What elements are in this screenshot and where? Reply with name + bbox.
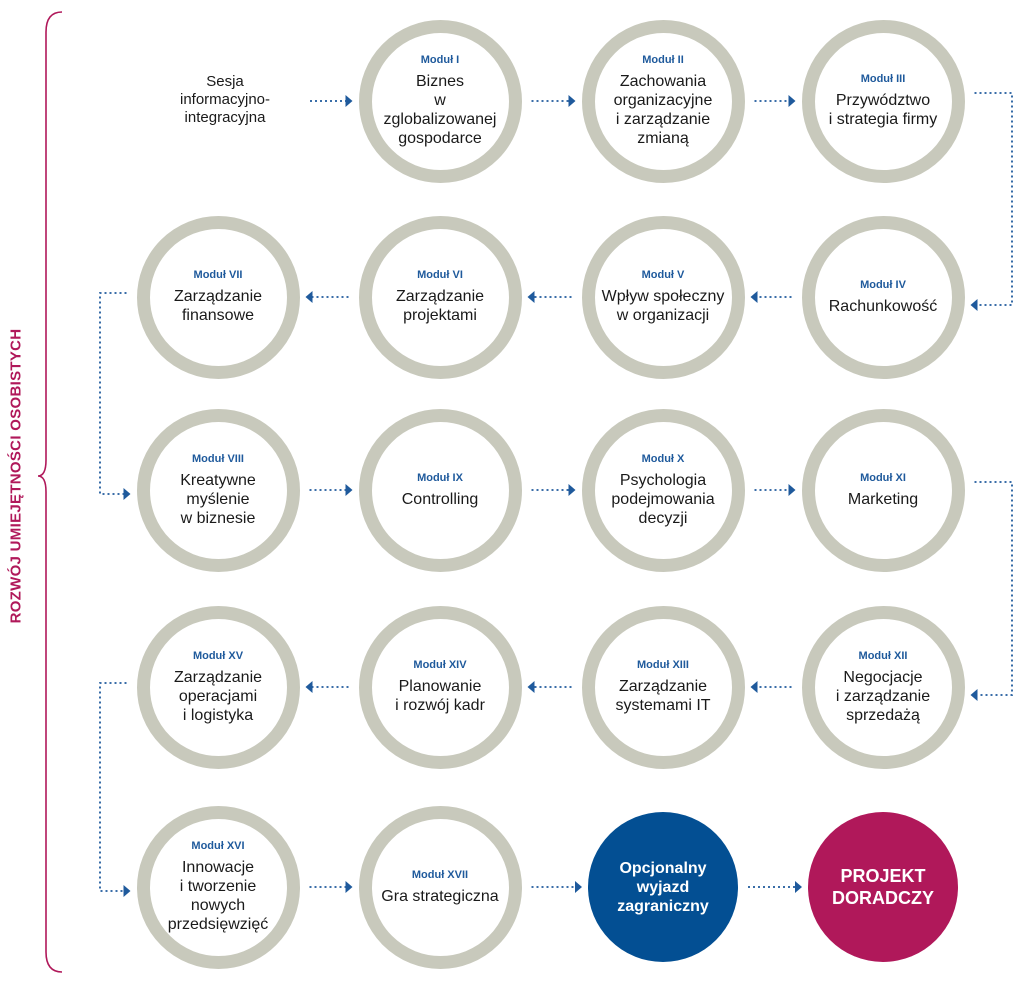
module-title: Zarządzanie projektami <box>395 288 485 324</box>
module-title: PROJEKT DORADCZY <box>832 866 934 908</box>
node-m9: Moduł IX Controlling <box>358 408 522 572</box>
arrow-intro-m1 <box>310 95 353 107</box>
node-m6: Moduł VI Zarządzanie projektami <box>358 215 522 379</box>
arrow-m1-m2 <box>531 95 576 107</box>
module-number: Moduł VII <box>193 269 243 281</box>
module-title: Zarządzanie finansowe <box>173 288 263 324</box>
module-title: Przywództwo i strategia firmy <box>828 92 938 128</box>
module-title: Opcjonalny wyjazd zagraniczny <box>617 859 709 915</box>
node-m11: Moduł XI Marketing <box>801 408 965 572</box>
arrow-m2-m3 <box>754 95 796 107</box>
node-m1: Moduł I Biznes w zglobalizowanej gospodar… <box>358 19 522 183</box>
arrow-m11-m12 <box>970 481 1013 701</box>
arrow-m16-m17 <box>309 881 353 893</box>
module-title: Zarządzanie systemami IT <box>615 678 711 714</box>
module-title: Biznes w zglobalizowanej gospodarce <box>383 73 497 147</box>
module-number: Moduł V <box>641 269 685 281</box>
module-number: Moduł II <box>642 54 684 66</box>
arrow-opt-proj <box>748 881 802 893</box>
module-number: Moduł IX <box>417 471 463 484</box>
module-title: Zachowania organizacyjne i zarządzanie z… <box>613 73 713 147</box>
node-m15: Moduł XV Zarządzanie operacjami i logisty… <box>136 605 300 769</box>
module-number: Moduł IV <box>860 278 906 291</box>
module-title: Planowanie i rozwój kadr <box>395 678 485 714</box>
module-number: Moduł I <box>420 54 460 66</box>
node-m2: Moduł II Zachowania organizacyjne i zarzą… <box>581 19 745 183</box>
module-title: Controlling <box>401 490 479 508</box>
arrow-m8-m9 <box>309 484 353 496</box>
arrow-m4-m5 <box>750 291 792 303</box>
module-number: Moduł XIV <box>413 659 467 671</box>
module-number: Moduł XI <box>860 471 906 484</box>
module-title: Rachunkowość <box>828 297 938 315</box>
module-number: Moduł XV <box>192 649 244 662</box>
node-m4: Moduł IV Rachunkowość <box>801 215 965 379</box>
module-number: Moduł VIII <box>192 452 244 465</box>
node-m16: Moduł XVI Innowacje i tworzenie nowych pr… <box>136 805 300 969</box>
node-m5: Moduł V Wpływ społeczny w organizacji <box>581 215 745 379</box>
node-m17: Moduł XVII Gra strategiczna <box>358 805 522 969</box>
arrow-m3-m4 <box>970 92 1013 311</box>
arrow-m15-m16 <box>99 682 131 897</box>
module-title: Negocjacje i zarządzanie sprzedażą <box>835 668 931 724</box>
node-intro: Sesja informacyjno- integracyjna <box>150 55 300 145</box>
arrow-m12-m13 <box>750 681 792 693</box>
module-number: Moduł XVI <box>191 840 245 852</box>
module-title: Wpływ społeczny w organizacji <box>601 288 725 324</box>
node-m8: Moduł VIII Kreatywne myślenie w biznesie <box>136 408 300 572</box>
module-number: Moduł XIII <box>637 659 689 671</box>
module-number: Moduł III <box>860 73 906 85</box>
arrow-m14-m15 <box>305 681 349 693</box>
node-m14: Moduł XIV Planowanie i rozwój kadr <box>358 605 522 769</box>
module-number: Moduł X <box>641 452 685 465</box>
node-m12: Moduł XII Negocjacje i zarządzanie sprzed… <box>801 605 965 769</box>
arrow-m7-m8 <box>99 292 131 500</box>
node-m7: Moduł VII Zarządzanie finansowe <box>136 215 300 379</box>
module-title: Marketing <box>847 490 919 508</box>
arrow-m10-m11 <box>754 484 796 496</box>
arrow-m5-m6 <box>527 291 572 303</box>
node-m13: Moduł XIII Zarządzanie systemami IT <box>581 605 745 769</box>
node-opt: Opcjonalny wyjazd zagraniczny <box>588 812 738 962</box>
module-title: Kreatywne myślenie w biznesie <box>180 471 256 527</box>
arrow-m13-m14 <box>527 681 572 693</box>
module-title: Innowacje i tworzenie nowych przedsięwzi… <box>167 859 269 933</box>
side-label: ROZWÓJ UMIEJĘTNOŚCI OSOBISTYCH <box>7 328 25 624</box>
arrow-m17-opt <box>531 881 582 893</box>
node-proj: PROJEKT DORADCZY <box>808 812 958 962</box>
module-title: Zarządzanie operacjami i logistyka <box>173 668 263 724</box>
module-title: Sesja informacyjno- integracyjna <box>179 73 271 126</box>
module-number: Moduł VI <box>417 269 463 281</box>
arrow-m6-m7 <box>305 291 349 303</box>
node-m10: Moduł X Psychologia podejmowania decyzji <box>581 408 745 572</box>
arrow-m9-m10 <box>531 484 576 496</box>
module-number: Moduł XII <box>858 649 908 662</box>
module-number: Moduł XVII <box>411 868 469 881</box>
module-title: Gra strategiczna <box>381 887 499 905</box>
node-m3: Moduł III Przywództwo i strategia firmy <box>801 19 965 183</box>
module-title: Psychologia podejmowania decyzji <box>611 471 715 527</box>
